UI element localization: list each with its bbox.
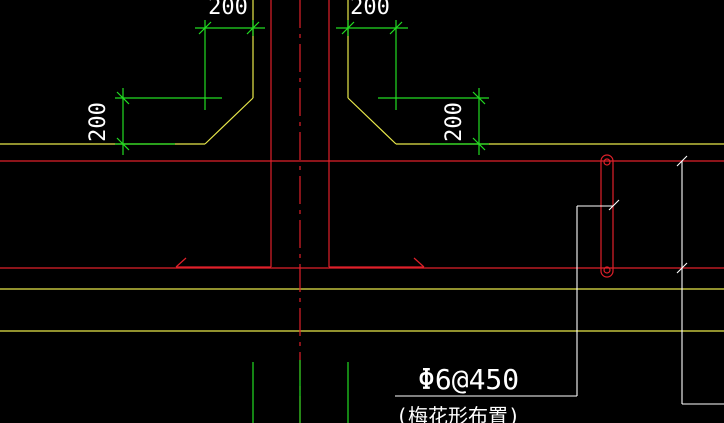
red-tie-bar bbox=[600, 154, 614, 278]
dim-text-side-right: 200 bbox=[442, 102, 467, 142]
red-tie-hole-bottom bbox=[603, 266, 611, 274]
red-hook-right-tip bbox=[413, 257, 425, 268]
white-leader-lines bbox=[395, 155, 724, 405]
green-dimension-lines bbox=[115, 20, 489, 423]
dim-side-right-tick-b bbox=[472, 137, 486, 151]
rebar-spec-label: Φ6@450 bbox=[418, 363, 519, 396]
dim-top-right-tick-b bbox=[389, 21, 403, 35]
red-hook-left-tip bbox=[175, 257, 187, 268]
rebar-arrangement-note: (梅花形布置) bbox=[396, 404, 520, 423]
dim-text-side-left: 200 bbox=[86, 102, 111, 142]
border-tick-bottom bbox=[676, 262, 688, 274]
dim-side-left-tick-a bbox=[116, 91, 130, 105]
dim-top-right-tick-a bbox=[341, 21, 355, 35]
leader-tick bbox=[608, 199, 620, 211]
border-tick-top bbox=[676, 155, 688, 167]
dim-side-right-tick-a bbox=[472, 91, 486, 105]
red-tie-hole-top bbox=[603, 158, 611, 166]
dim-text-top-left: 200 bbox=[208, 0, 248, 20]
yellow-haunch-left bbox=[204, 97, 254, 145]
dim-side-left-tick-b bbox=[116, 137, 130, 151]
dim-text-top-right: 200 bbox=[350, 0, 390, 20]
yellow-outline-lines bbox=[0, 0, 724, 332]
dim-top-left-tick-b bbox=[246, 21, 260, 35]
dim-top-left-tick-a bbox=[198, 21, 212, 35]
yellow-haunch-right bbox=[347, 97, 397, 145]
